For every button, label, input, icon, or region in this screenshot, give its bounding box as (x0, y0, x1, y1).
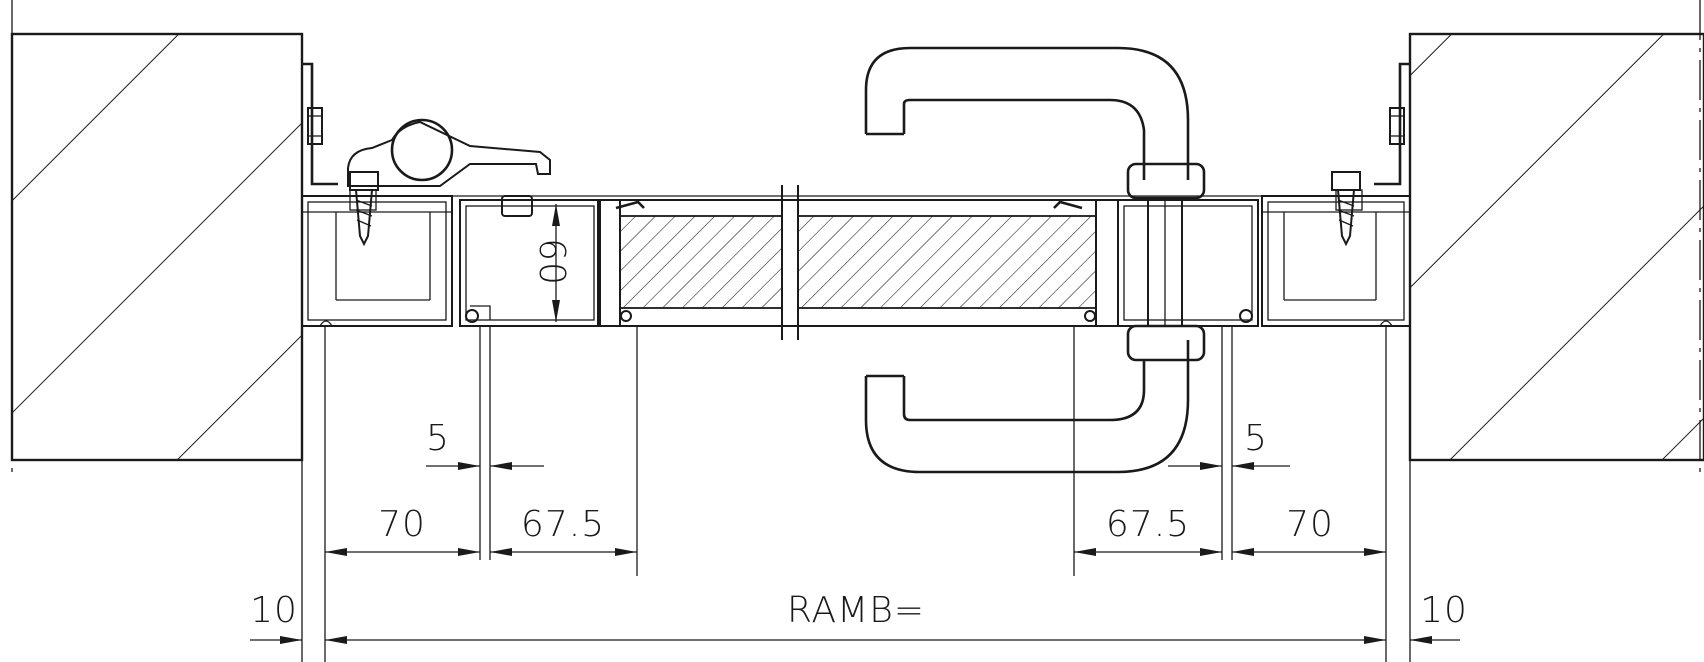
dimension-depth: 60 (531, 238, 572, 286)
right-frame-profile (1261, 189, 1411, 327)
dimension-lines (250, 204, 1460, 644)
dimension-leaf-right: 67.5 (1106, 504, 1190, 545)
dimension-overall: RAMB= (787, 590, 925, 631)
right-wall (1408, 0, 1704, 480)
dimension-leaf-left: 67.5 (521, 504, 605, 545)
left-wall-bracket (302, 62, 338, 186)
glass-panel (600, 185, 1120, 340)
dimension-gap-right: 5 (1244, 418, 1268, 459)
dimension-gap-left: 5 (426, 418, 450, 459)
extension-lines (301, 199, 1411, 662)
left-frame-profile (301, 189, 453, 327)
dimension-frame-left: 70 (378, 504, 426, 545)
right-screw (1331, 171, 1361, 247)
dimension-wall-gap-right: 10 (1420, 590, 1468, 631)
left-wall (10, 0, 304, 480)
hinge (347, 118, 551, 187)
dimension-frame-right: 70 (1286, 504, 1334, 545)
right-wall-bracket (1374, 62, 1410, 186)
left-screw (349, 171, 379, 247)
dimension-wall-gap-left: 10 (250, 590, 298, 631)
door-handle (864, 46, 1206, 474)
